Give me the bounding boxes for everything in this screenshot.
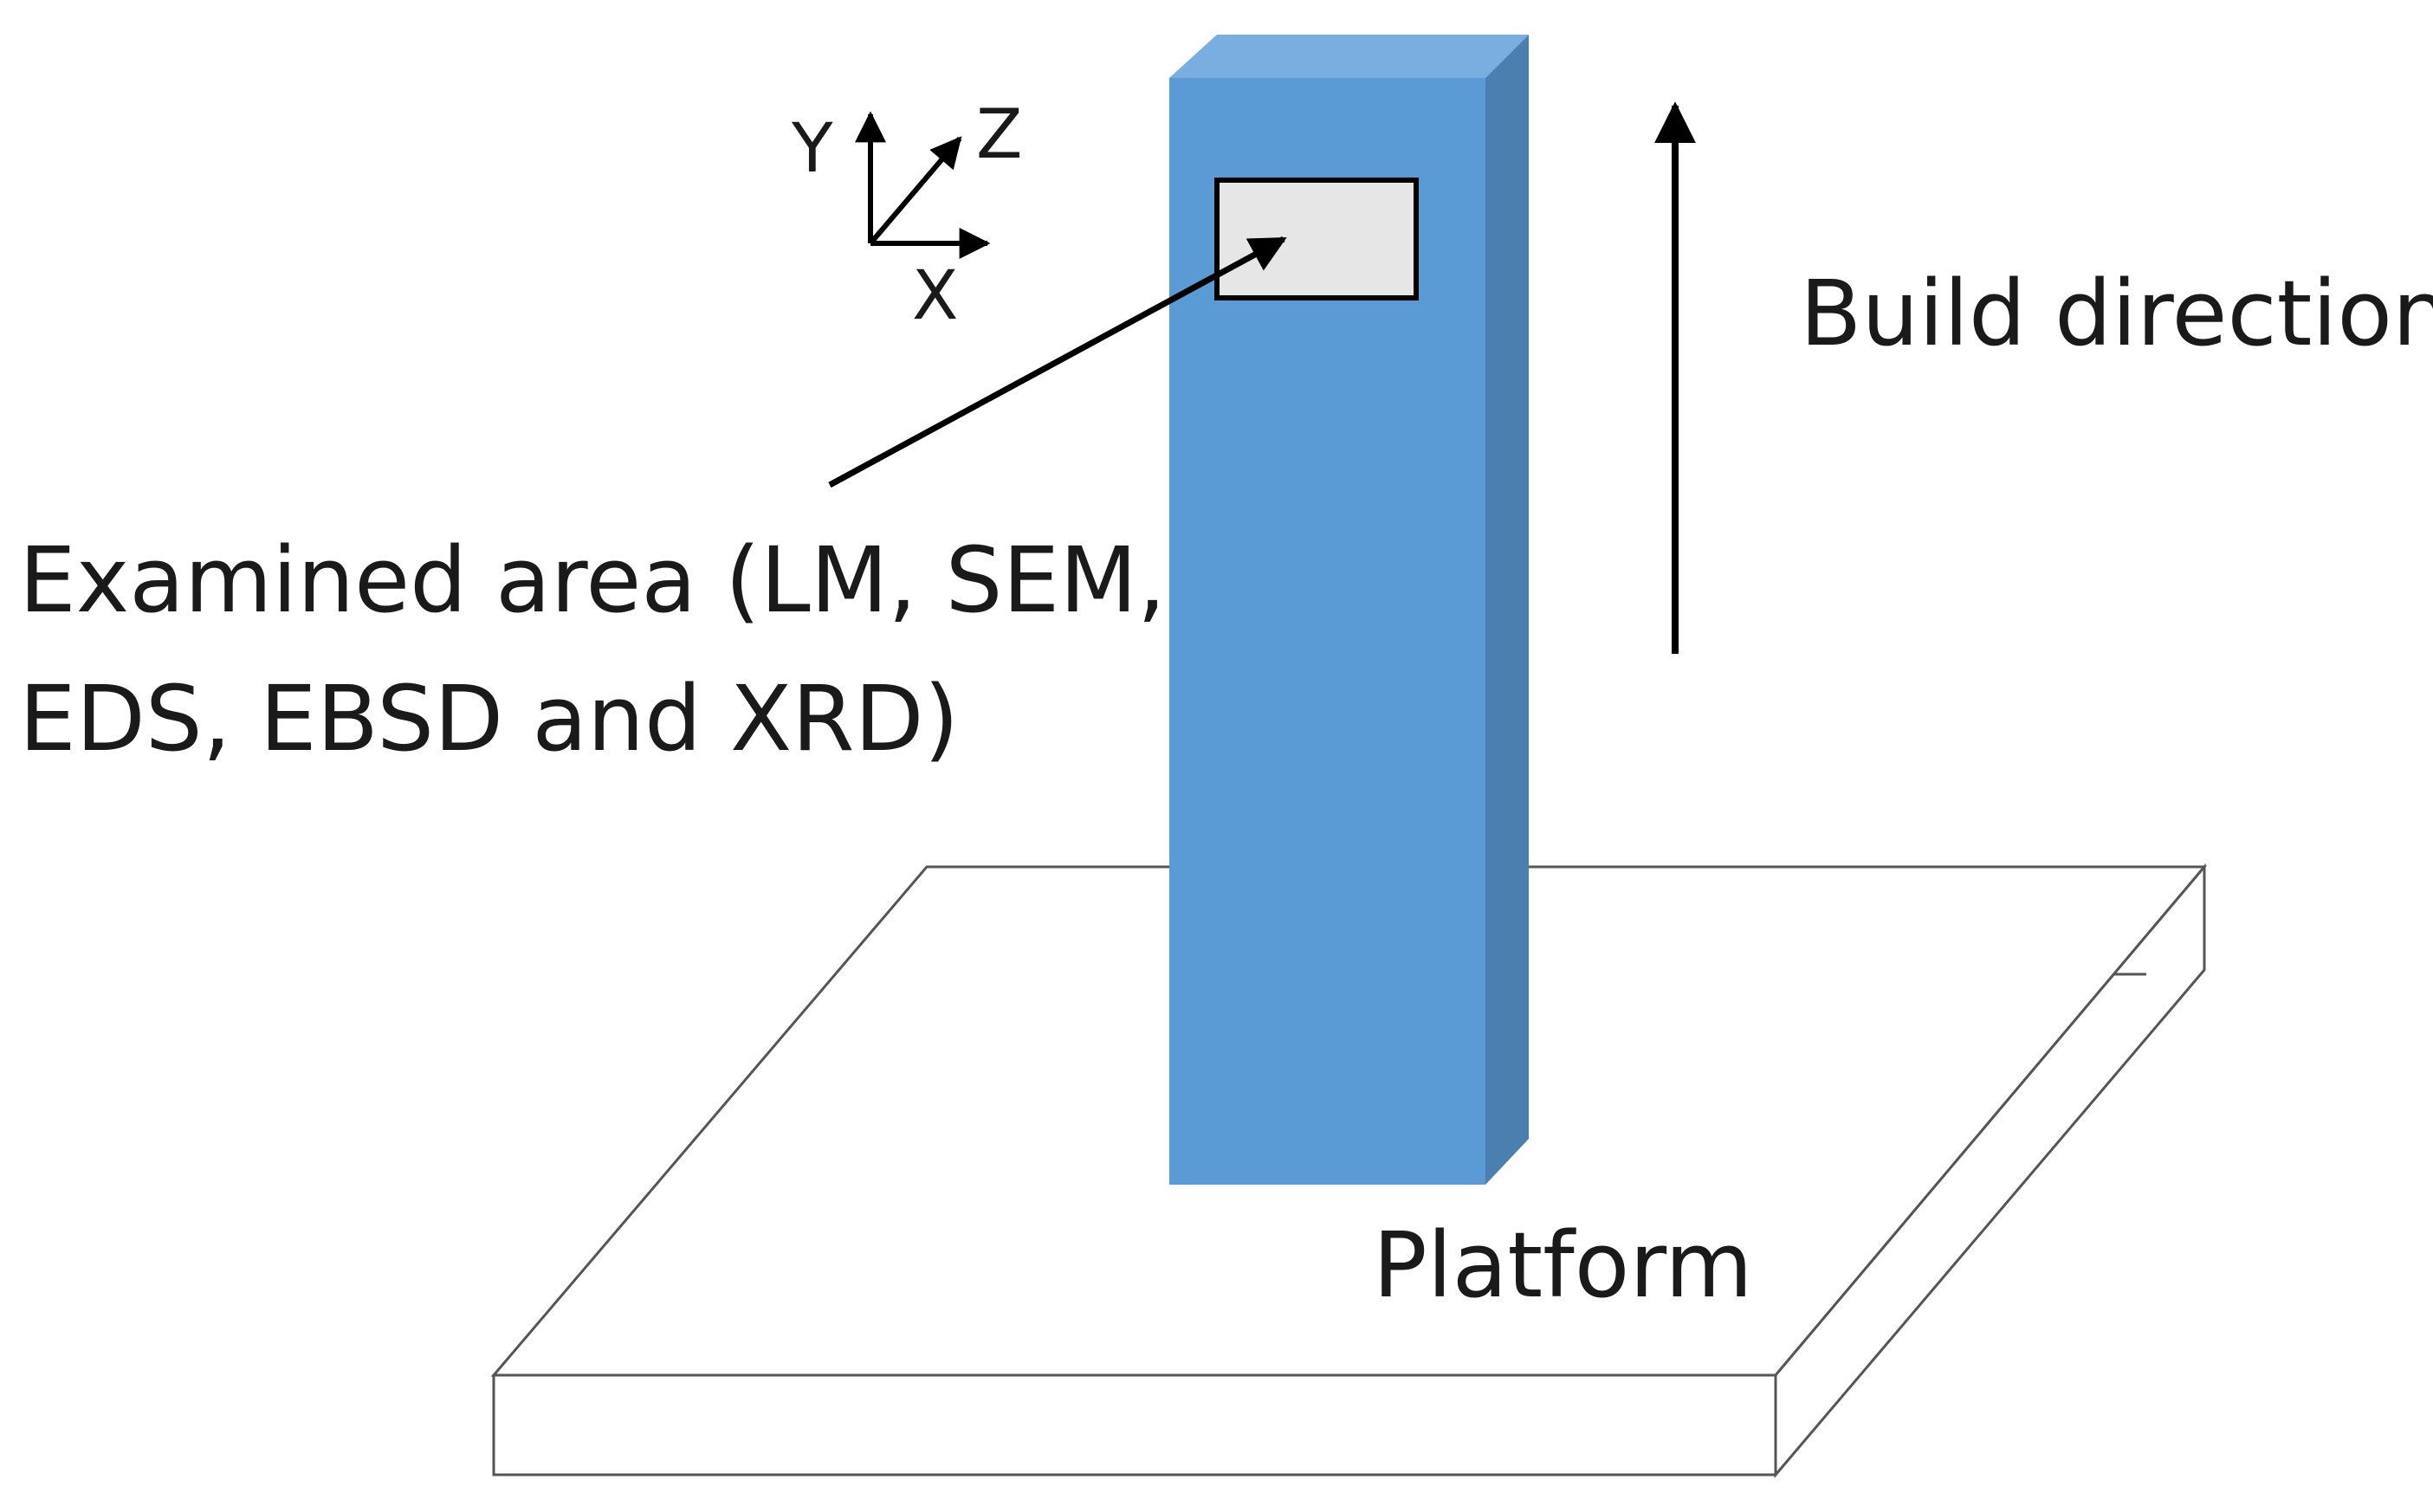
xyz-axes-icon bbox=[855, 111, 991, 259]
examined-area-box bbox=[1214, 178, 1419, 300]
axis-label-x: X bbox=[912, 257, 958, 335]
examined-area-leader-arrow bbox=[828, 236, 1287, 488]
platform-side-face bbox=[1774, 863, 2206, 1479]
platform-label: Platform bbox=[1373, 1212, 1753, 1318]
pillar-top-face bbox=[1169, 35, 1529, 78]
examined-area-label-line1: Examined area (LM, SEM, bbox=[19, 527, 1166, 633]
platform-front-face bbox=[492, 1373, 1777, 1476]
examined-area-label-line2: EDS, EBSD and XRD) bbox=[19, 666, 959, 772]
axis-label-y: Y bbox=[791, 110, 833, 188]
z-axis-arrow bbox=[868, 136, 962, 245]
build-direction-label: Build direction bbox=[1800, 261, 2433, 366]
pillar-side-face bbox=[1485, 35, 1529, 1185]
axis-label-z: Z bbox=[976, 96, 1022, 174]
